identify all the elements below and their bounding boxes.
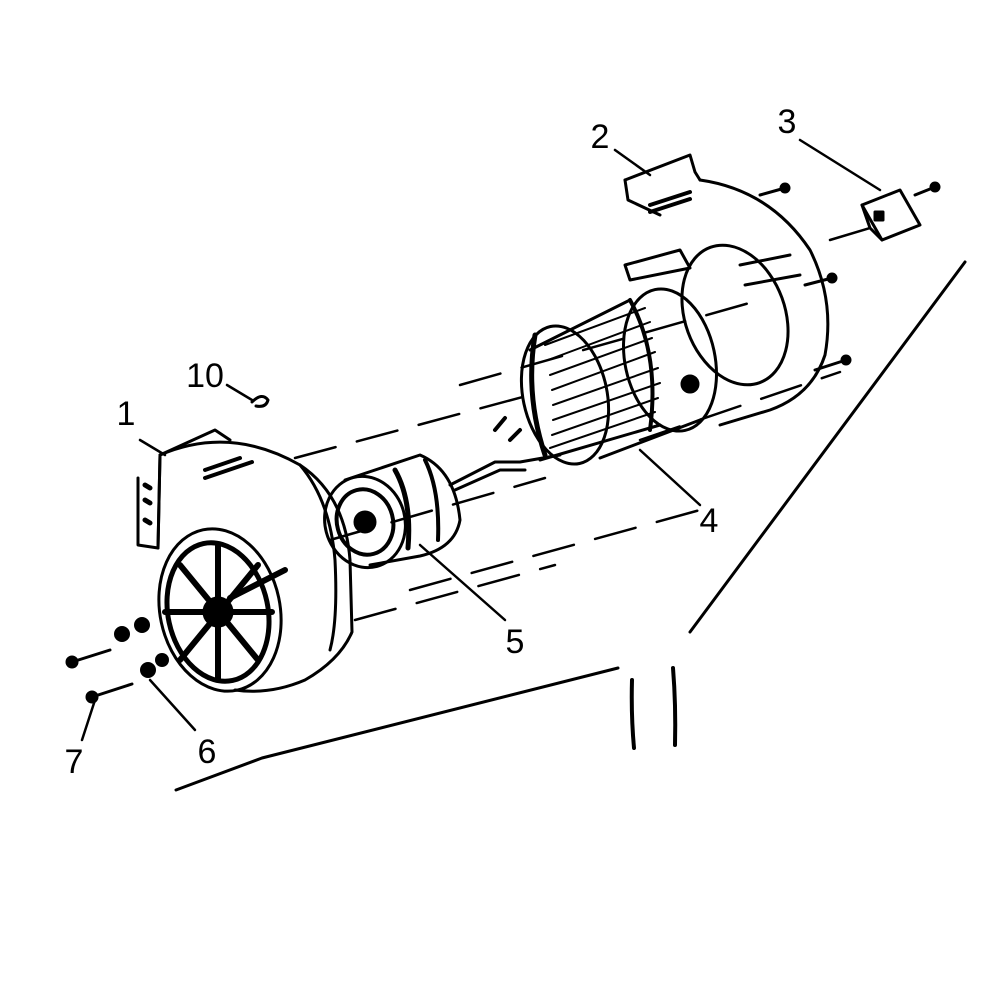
frame-lines	[174, 260, 967, 792]
motor	[323, 416, 562, 570]
bracket	[860, 181, 941, 242]
callout-10: 10	[186, 357, 224, 395]
callout-2: 2	[590, 118, 610, 156]
callout-4: 4	[699, 502, 719, 540]
callout-3: 3	[777, 103, 797, 141]
grommets-and-screws	[65, 617, 169, 704]
callout-1: 1	[116, 395, 136, 433]
housing-rear-half	[623, 153, 852, 427]
callout-7: 7	[64, 743, 84, 781]
callout-6: 6	[197, 733, 217, 771]
housing-front-half	[136, 428, 354, 693]
leader-lines	[80, 138, 882, 742]
callout-5: 5	[505, 623, 525, 661]
blower-wheel	[519, 287, 718, 466]
clip	[250, 395, 270, 408]
